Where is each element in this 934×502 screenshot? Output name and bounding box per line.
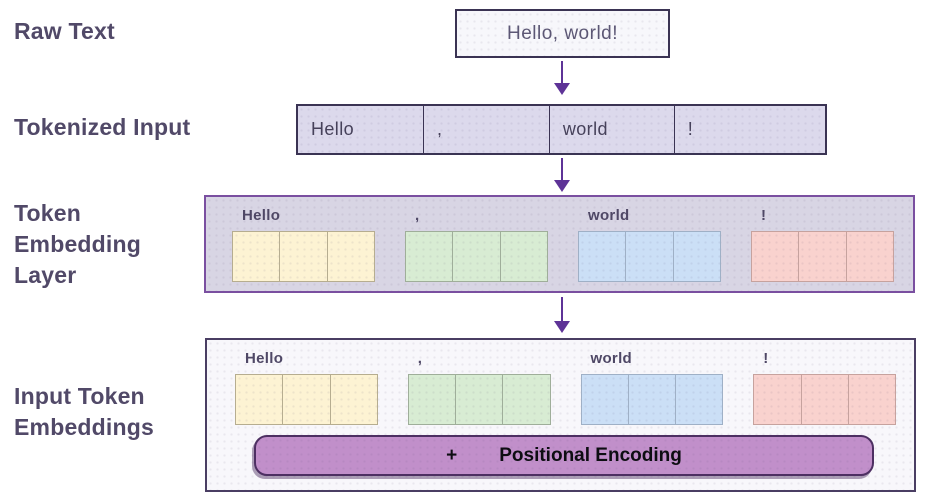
embedding-group-comma: , bbox=[405, 205, 548, 282]
tokenized-input-row: Hello , world ! bbox=[296, 104, 827, 155]
arrow-stem bbox=[561, 61, 563, 83]
input-token-embeddings-panel: Hello , world ! bbox=[205, 338, 916, 492]
embedding-group-label: world bbox=[590, 350, 632, 367]
embedding-group-exclamation: ! bbox=[751, 205, 894, 282]
embedding-cell bbox=[500, 231, 548, 282]
embedding-cell bbox=[283, 374, 331, 425]
arrow-head bbox=[554, 83, 570, 95]
embedding-cell bbox=[407, 374, 456, 425]
raw-text-value: Hello, world! bbox=[506, 22, 619, 44]
embedding-cell bbox=[453, 231, 501, 282]
embedding-group-hello: Hello bbox=[235, 348, 378, 425]
embedding-group-exclamation: ! bbox=[753, 348, 896, 425]
embedding-cell bbox=[232, 231, 281, 282]
embedding-group-label: Hello bbox=[242, 207, 281, 224]
embedding-cell bbox=[751, 231, 800, 282]
embedding-vector bbox=[751, 231, 894, 282]
embedding-group-label: world bbox=[588, 207, 630, 224]
token-embedding-layer-panel: Hello , world ! bbox=[204, 195, 915, 293]
arrow-head bbox=[554, 321, 570, 333]
down-arrow-icon bbox=[553, 61, 571, 95]
embedding-cell bbox=[799, 231, 847, 282]
arrow-stem bbox=[561, 158, 563, 180]
embedding-group-comma: , bbox=[407, 348, 551, 425]
embedding-vector bbox=[405, 231, 548, 282]
token-cell: world bbox=[550, 106, 675, 153]
embedding-vector bbox=[753, 374, 896, 425]
embedding-cell bbox=[626, 231, 674, 282]
embedding-group-world: world bbox=[580, 348, 724, 425]
embedding-cell bbox=[280, 231, 328, 282]
token-cell: Hello bbox=[298, 106, 424, 153]
embedding-vector bbox=[407, 374, 551, 425]
embedding-cell bbox=[753, 374, 802, 425]
label-raw-text: Raw Text bbox=[14, 18, 115, 44]
embedding-group-label: , bbox=[417, 350, 423, 367]
positional-encoding-label: Positional Encoding bbox=[499, 444, 682, 466]
embedding-group-hello: Hello bbox=[232, 205, 375, 282]
embedding-cell bbox=[801, 374, 849, 425]
embedding-cell bbox=[676, 374, 724, 425]
embedding-cell bbox=[503, 374, 551, 425]
embedding-vector bbox=[232, 231, 375, 282]
embedding-cell bbox=[848, 374, 896, 425]
embedding-vector bbox=[580, 374, 724, 425]
embedding-cell bbox=[456, 374, 504, 425]
embedding-vector bbox=[578, 231, 721, 282]
down-arrow-icon bbox=[553, 297, 571, 333]
embedding-cell bbox=[580, 374, 629, 425]
embedding-cell bbox=[330, 374, 378, 425]
embedding-cell bbox=[235, 374, 284, 425]
token-cell: , bbox=[424, 106, 550, 153]
embedding-cell bbox=[846, 231, 894, 282]
embedding-cell bbox=[405, 231, 454, 282]
embedding-group-label: ! bbox=[763, 350, 769, 367]
down-arrow-icon bbox=[553, 158, 571, 192]
positional-encoding-bar: + Positional Encoding bbox=[254, 435, 874, 476]
label-input-token-embeddings: Input Token Embeddings bbox=[14, 383, 155, 440]
raw-text-box: Hello, world! bbox=[455, 9, 670, 58]
embedding-cell bbox=[673, 231, 721, 282]
label-tokenized-input: Tokenized Input bbox=[14, 114, 191, 140]
embedding-cell bbox=[327, 231, 375, 282]
plus-icon: + bbox=[446, 444, 458, 466]
token-cell: ! bbox=[687, 119, 694, 139]
arrow-stem bbox=[561, 297, 563, 321]
embedding-group-label: Hello bbox=[245, 350, 284, 367]
arrow-head bbox=[554, 180, 570, 192]
embedding-cell bbox=[628, 374, 676, 425]
label-token-embedding-layer: Token Embedding Layer bbox=[14, 200, 142, 288]
embedding-vector bbox=[235, 374, 378, 425]
embedding-group-label: ! bbox=[761, 207, 767, 224]
embedding-group-label: , bbox=[415, 207, 420, 224]
embedding-cell bbox=[578, 231, 627, 282]
embedding-group-world: world bbox=[578, 205, 721, 282]
